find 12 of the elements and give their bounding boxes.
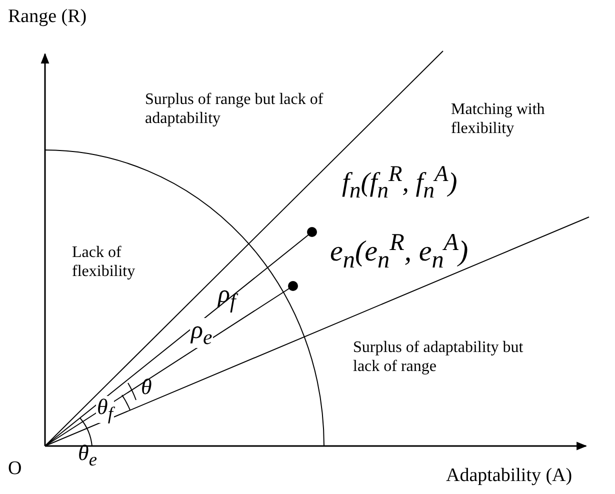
origin-label: O (8, 458, 22, 481)
axis-title: Adaptability (A) (446, 465, 572, 488)
angle-label: θ$_{f}$ (96, 396, 114, 423)
region-label: Surplus of range but lack of adaptability (145, 90, 324, 128)
region-label: Matching with flexibility (451, 100, 546, 138)
axis-title: Range (R) (8, 6, 87, 29)
point-label: f$_{n}$(f$_{n}$$^{R}$, f$_{n}$$^{A}$) (342, 160, 458, 204)
region-label: Lack of flexibility (72, 243, 136, 282)
point-label: e$_{n}$(e$_{n}$$^{R}$, e$_{n}$$^{A}$) (330, 228, 468, 274)
region-label: Surplus of adaptability but lack of range (353, 338, 524, 376)
angle-label: θ (141, 374, 152, 400)
vector-label: ρ$_{e}$ (190, 318, 214, 348)
